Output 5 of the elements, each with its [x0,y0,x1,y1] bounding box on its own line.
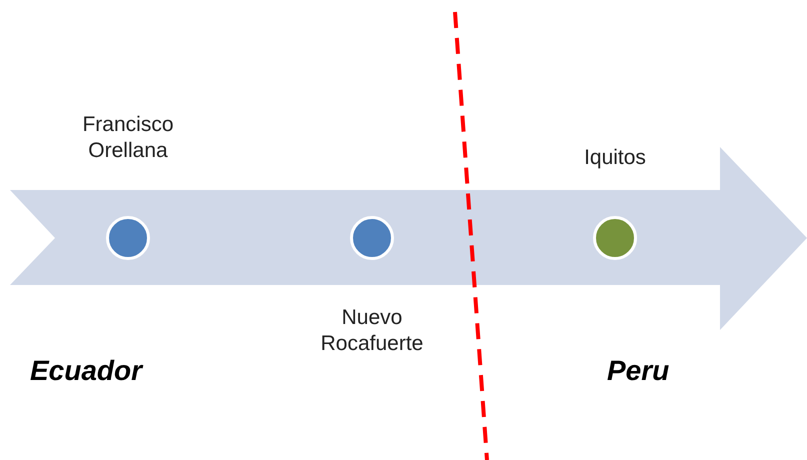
country-label: Peru [607,355,670,387]
place-label: Francisco Orellana [81,112,175,164]
place-label: Nuevo Rocafuerte [320,305,424,357]
country-label: Ecuador [30,355,142,387]
place-label: Iquitos [583,145,647,171]
